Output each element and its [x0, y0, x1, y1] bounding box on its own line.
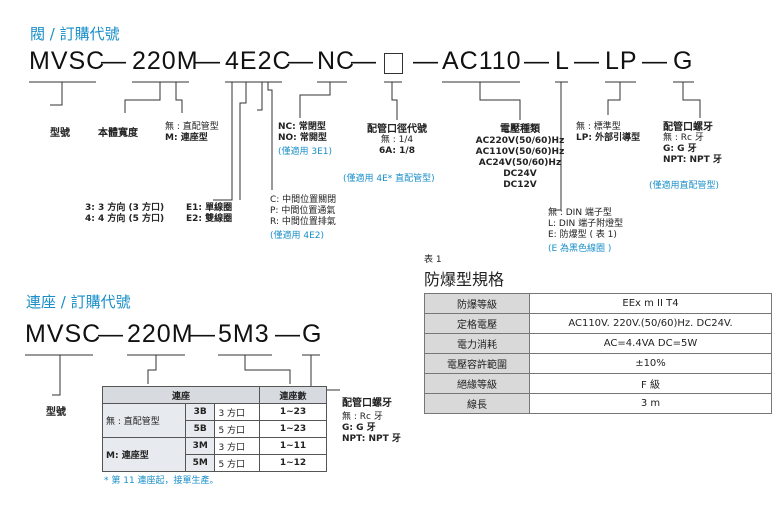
- base-section-title: 連座 / 訂購代號: [26, 293, 131, 311]
- base-model-label: 型號: [46, 407, 66, 418]
- base-count-header: 連座數: [259, 386, 327, 404]
- voltage-options: 電壓種類 AC220V(50/60)Hz AC110V(50/60)Hz AC2…: [475, 124, 565, 190]
- port-size-placeholder-box: [384, 53, 403, 74]
- port-size-note: (僅適用 4E* 直配管型): [343, 174, 435, 184]
- base-code-thread: G: [302, 320, 323, 348]
- din-options: 無 : DIN 端子型 L: DIN 端子附燈型 E: 防爆型 ( 表 1) (…: [548, 208, 624, 254]
- base-table: 連座 連座數 無 : 直配管型 3B 3 方口 1~23 5B 5 方口 1~2…: [102, 386, 327, 472]
- valve-code-nc: NC: [317, 47, 356, 75]
- table-row: M: 連座型 3M 3 方口 1~11: [102, 437, 327, 472]
- spec-caption: 表 1: [424, 255, 442, 265]
- valve-code-din: L: [555, 47, 570, 75]
- valve-code-function: 4E2C: [225, 47, 292, 75]
- base-code-base: 5M3: [218, 320, 270, 348]
- valve-code-dash: —: [101, 47, 127, 75]
- coil-options: E1: 單線圈 E2: 雙線圈: [186, 203, 233, 224]
- base-code-model: MVSC: [25, 320, 102, 348]
- valve-code-dash: —: [642, 47, 668, 75]
- valve-code-dash: —: [195, 47, 221, 75]
- base-code-dash: —: [275, 320, 301, 348]
- valve-code-dash: —: [574, 47, 600, 75]
- valve-code-dash: —: [351, 47, 377, 75]
- valve-code-voltage: AC110: [442, 47, 522, 75]
- thread-options: 配管口螺牙 無 : Rc 牙 G: G 牙 NPT: NPT 牙: [663, 122, 722, 165]
- nc-options: NC: 常閉型 NO: 常開型 (僅適用 3E1): [278, 122, 333, 157]
- valve-code-width: 220M: [132, 47, 199, 75]
- base-code-dash: —: [98, 320, 124, 348]
- valve-code-dash: —: [413, 47, 439, 75]
- table-row: 電壓容許範圍±10%: [424, 353, 772, 374]
- valve-code-light: LP: [605, 47, 638, 75]
- valve-code-dash: —: [524, 47, 550, 75]
- way-options: 3: 3 方向 (3 方口) 4: 4 方向 (5 方口): [85, 203, 165, 224]
- base-code-dash: —: [190, 320, 216, 348]
- valve-section-title: 閥 / 訂購代號: [30, 25, 120, 43]
- table-row: 5M 5 方口 1~12: [103, 454, 327, 472]
- base-code-width: 220M: [127, 320, 194, 348]
- body-width-label: 本體寬度: [98, 128, 138, 139]
- spec-title: 防爆型規格: [424, 270, 505, 289]
- valve-code-model: MVSC: [29, 47, 106, 75]
- base-note: * 第 11 連座起，接單生產。: [104, 476, 219, 486]
- center-position-options: C: 中間位置關閉 P: 中間位置通氣 R: 中間位置排氣 (僅適用 4E2): [270, 195, 337, 241]
- valve-code-dash: —: [288, 47, 314, 75]
- port-size-options: 配管口徑代號 無 : 1/4 6A: 1/8: [367, 124, 427, 156]
- model-label: 型號: [50, 128, 70, 139]
- thread-note: (僅適用直配管型): [649, 181, 720, 191]
- light-options: 無 : 標準型 LP: 外部引導型: [576, 122, 641, 143]
- valve-code-thread: G: [673, 47, 694, 75]
- base-header: 連座: [102, 386, 260, 404]
- base-thread-options: 配管口螺牙 無 : Rc 牙 G: G 牙 NPT: NPT 牙: [342, 398, 401, 444]
- piping-options: 無 : 直配管型 M: 連座型: [165, 122, 219, 143]
- table-row: 無 : 直配管型 3B 3 方口 1~23: [102, 403, 327, 438]
